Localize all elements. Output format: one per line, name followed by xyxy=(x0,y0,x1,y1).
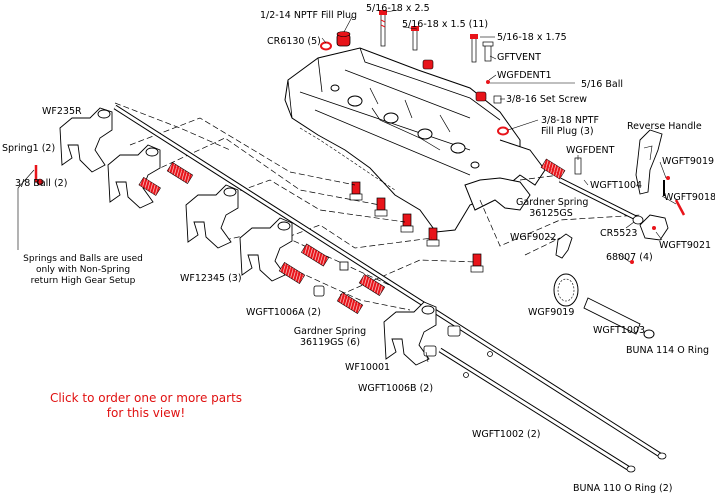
label-gardner-36125-line1[interactable]: Gardner Spring xyxy=(516,197,589,208)
fork-wf12345-b xyxy=(185,184,239,249)
note-line-1: Springs and Balls are used xyxy=(23,254,143,264)
wgft1004-shaft[interactable] xyxy=(558,177,642,223)
housing-plug[interactable] xyxy=(422,59,434,70)
cr5523-part[interactable] xyxy=(632,215,644,225)
label-spring1[interactable]: Spring1 (2) xyxy=(2,143,56,154)
label-wgf9019[interactable]: WGF9019 xyxy=(528,307,575,318)
label-fill-plug-38-line1[interactable]: 3/8-18 NPTF xyxy=(541,115,599,126)
label-wgft1006a[interactable]: WGFT1006A (2) xyxy=(246,307,322,318)
wgf9019-gear[interactable] xyxy=(553,273,579,307)
wgfdent-part[interactable] xyxy=(574,157,582,175)
reverse-handle-part[interactable] xyxy=(635,129,663,195)
spring-36119gs xyxy=(336,292,364,314)
wgft1003-shaft[interactable] xyxy=(583,297,655,339)
label-wgf9022[interactable]: WGF9022 xyxy=(510,232,557,243)
label-gardner-36119-line2[interactable]: 36119GS (6) xyxy=(299,337,361,348)
ball-516-part[interactable] xyxy=(486,80,490,84)
label-wgft1004[interactable]: WGFT1004 xyxy=(590,180,643,191)
label-wgft1006b[interactable]: WGFT1006B (2) xyxy=(358,383,434,394)
shift-rail-2[interactable] xyxy=(438,347,630,471)
label-leaders xyxy=(17,9,677,363)
wgft1006b-spacer xyxy=(447,325,461,337)
wgft1006a-spacer xyxy=(313,285,325,297)
label-wgfdent[interactable]: WGFDENT xyxy=(566,145,615,156)
wgft1006a-spacer xyxy=(339,261,349,271)
shift-rail-1[interactable] xyxy=(113,104,662,458)
label-gardner-36125-line2[interactable]: 36125GS xyxy=(529,208,573,219)
label-gftvent[interactable]: GFTVENT xyxy=(497,52,541,63)
label-cr6130[interactable]: CR6130 (5) xyxy=(267,36,321,47)
fill-plug-half[interactable] xyxy=(336,31,351,47)
fork-wf12345-a xyxy=(107,144,161,209)
label-wgft1003[interactable]: WGFT1003 xyxy=(593,325,646,336)
rail-pin xyxy=(463,372,469,378)
label-fill-plug-38-line2[interactable]: Fill Plug (3) xyxy=(541,126,594,137)
spring-36119gs xyxy=(166,162,194,184)
label-reverse-handle[interactable]: Reverse Handle xyxy=(627,121,702,132)
note-line-2: only with Non-Spring xyxy=(35,265,131,275)
wgft9018-pin[interactable] xyxy=(674,199,686,216)
label-68007[interactable]: 68007 (4) xyxy=(606,252,653,263)
cr6130-seal[interactable] xyxy=(320,41,332,51)
wgf9022-part[interactable] xyxy=(555,233,573,259)
spring-36125gs xyxy=(540,158,566,180)
order-line-2[interactable]: for this view! xyxy=(106,406,186,420)
shifter-housing[interactable] xyxy=(284,47,546,233)
springs-note: Springs and Balls are used only with Non… xyxy=(2,254,164,287)
label-bolt-1-5[interactable]: 5/16-18 x 1.5 (11) xyxy=(402,19,489,30)
spring-36119gs xyxy=(138,176,161,196)
label-bolt-2-5[interactable]: 5/16-18 x 2.5 xyxy=(366,3,430,14)
label-fill-plug-half[interactable]: 1/2-14 NPTF Fill Plug xyxy=(260,10,358,21)
ball-38-part[interactable] xyxy=(36,178,44,186)
rail-pin xyxy=(487,351,493,357)
buna114-oring xyxy=(643,329,655,339)
gftvent-part[interactable] xyxy=(482,41,494,62)
label-buna114[interactable]: BUNA 114 O Ring xyxy=(626,345,710,356)
order-line-1[interactable]: Click to order one or more parts xyxy=(49,391,243,405)
wgft9021-part[interactable] xyxy=(639,214,669,241)
label-wgfdent1[interactable]: WGFDENT1 xyxy=(497,70,552,81)
label-wf235r[interactable]: WF235R xyxy=(42,106,82,117)
note-line-3: return High Gear Setup xyxy=(30,276,136,286)
label-wgft1002[interactable]: WGFT1002 (2) xyxy=(472,429,541,440)
order-parts-link[interactable]: Click to order one or more parts for thi… xyxy=(30,391,262,421)
set-screw-part[interactable] xyxy=(493,95,502,104)
spring-36119gs xyxy=(278,262,306,284)
68007-part[interactable] xyxy=(630,260,634,264)
buna110-oring xyxy=(626,465,636,473)
label-set-screw[interactable]: 3/8-16 Set Screw xyxy=(506,94,588,105)
label-gardner-36119-line1[interactable]: Gardner Spring xyxy=(293,326,367,337)
label-wf10001[interactable]: WF10001 xyxy=(345,362,391,373)
label-wgft9021[interactable]: WGFT9021 xyxy=(659,240,712,251)
label-cr5523[interactable]: CR5523 xyxy=(600,228,638,239)
label-wgft9018[interactable]: WGFT9018 xyxy=(664,192,715,203)
fork-wf235r xyxy=(59,107,113,173)
spring-36119gs xyxy=(300,243,330,267)
buna110-oring xyxy=(657,452,667,460)
label-ball-516[interactable]: 5/16 Ball xyxy=(581,79,623,90)
housing-plug[interactable] xyxy=(475,91,487,102)
wgft1006b-spacer xyxy=(423,345,437,357)
bolt-1-75[interactable] xyxy=(470,34,478,63)
label-buna110[interactable]: BUNA 110 O Ring (2) xyxy=(573,483,673,494)
fill-plug-38-part[interactable] xyxy=(497,126,509,136)
label-bolt-1-75[interactable]: 5/16-18 x 1.75 xyxy=(497,32,567,43)
label-wgft9019[interactable]: WGFT9019 xyxy=(662,156,715,167)
label-wf12345[interactable]: WF12345 (3) xyxy=(180,273,242,284)
label-ball-38[interactable]: 3/8 Ball (2) xyxy=(15,178,68,189)
spring-36119gs xyxy=(358,274,386,296)
bolt-2-5[interactable] xyxy=(379,10,387,47)
fork-wf12345-c xyxy=(239,217,293,282)
detent-assemblies[interactable] xyxy=(349,181,484,273)
